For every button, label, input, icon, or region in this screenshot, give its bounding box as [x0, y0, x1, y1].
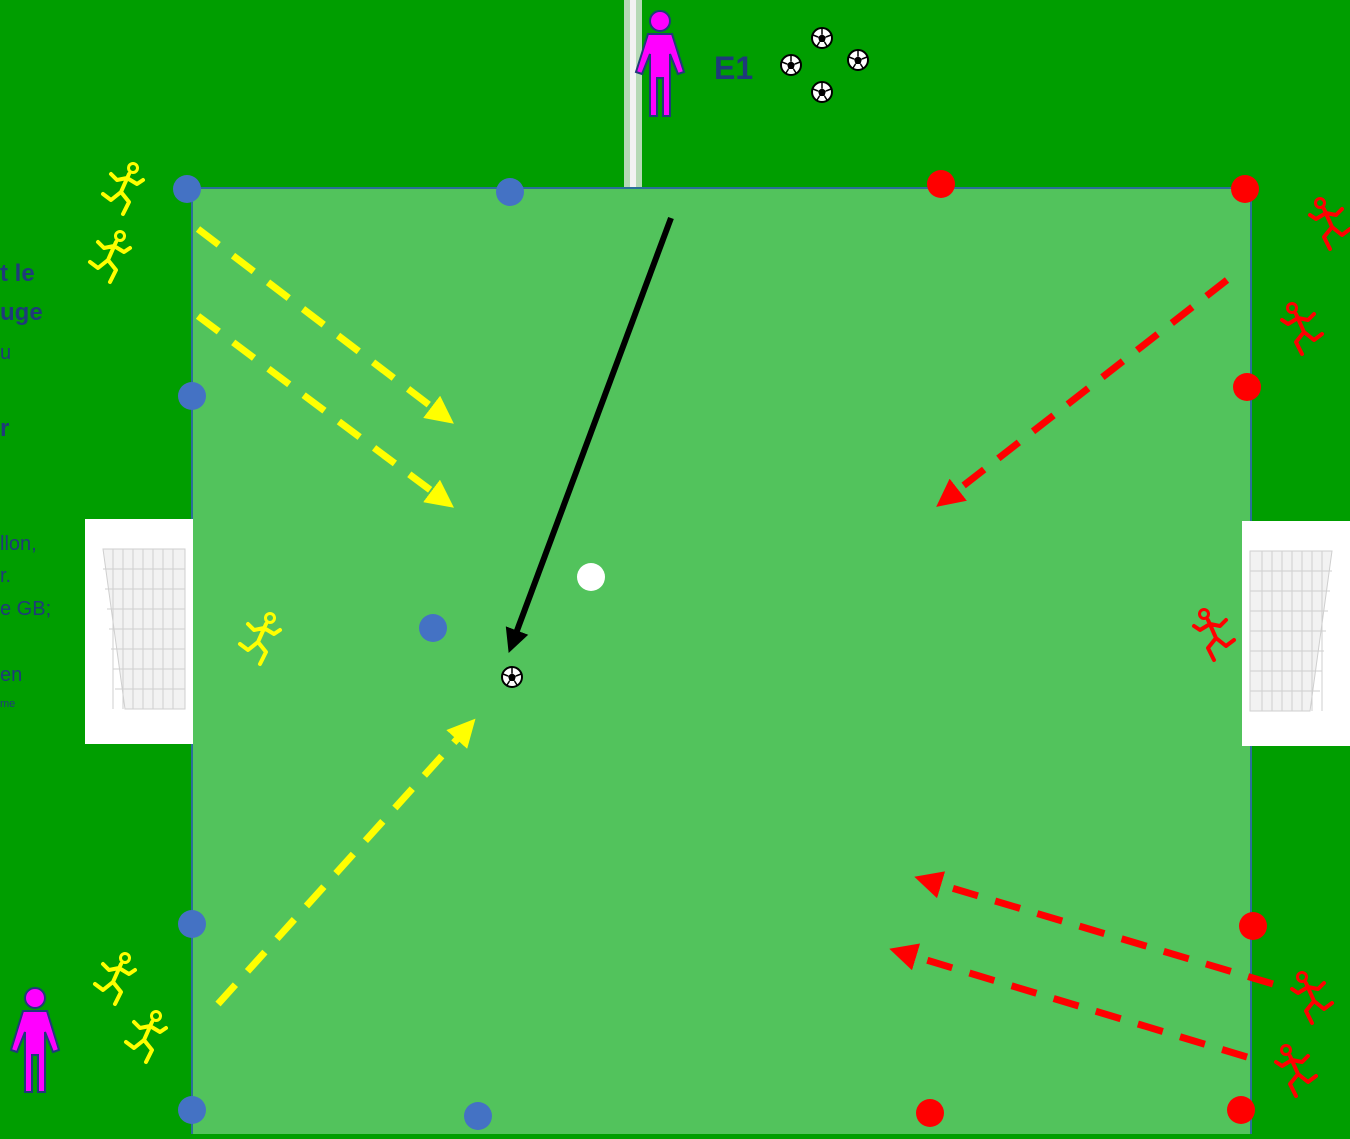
soccer-ball-icon — [781, 55, 801, 75]
soccer-ball-icon — [848, 50, 868, 70]
red-player-icon — [1276, 1046, 1316, 1097]
side-text-line: uge — [0, 299, 43, 327]
coach-bottom-icon — [11, 988, 59, 1092]
yellow-player-icon — [103, 164, 143, 215]
side-text-line: u — [0, 342, 11, 365]
right-goal-icon — [1242, 521, 1350, 746]
blue-cone — [178, 382, 206, 410]
red-cone — [927, 170, 955, 198]
red-cone — [1233, 373, 1261, 401]
left-goal-icon — [85, 519, 193, 744]
halfway-line-inner — [630, 0, 636, 190]
yellow-player-icon — [90, 232, 130, 283]
red-cone — [1239, 912, 1267, 940]
blue-cone — [173, 175, 201, 203]
side-text-line: me — [0, 698, 15, 710]
red-cone — [1227, 1096, 1255, 1124]
side-text-line: en — [0, 664, 22, 687]
red-player-icon — [1292, 973, 1332, 1024]
blue-cone — [178, 1096, 206, 1124]
side-text-line: t le — [0, 260, 35, 288]
red-player-icon — [1282, 304, 1322, 355]
playing-area — [192, 188, 1251, 1134]
blue-cone — [419, 614, 447, 642]
red-cone — [916, 1099, 944, 1127]
red-cone — [1231, 175, 1259, 203]
soccer-ball-icon — [812, 28, 832, 48]
white-marker — [577, 563, 605, 591]
soccer-ball-icon — [812, 82, 832, 102]
coach-top-icon — [636, 11, 684, 116]
side-text-line: llon, — [0, 533, 37, 556]
side-text-line: e GB; — [0, 598, 51, 621]
yellow-player-icon — [126, 1012, 166, 1063]
side-text-line: r — [0, 415, 9, 443]
blue-cone — [496, 178, 524, 206]
coach-label: E1 — [714, 50, 753, 87]
blue-cone — [464, 1102, 492, 1130]
blue-cone — [178, 910, 206, 938]
soccer-ball-icon — [502, 667, 522, 687]
side-text-line: r. — [0, 565, 11, 588]
red-player-icon — [1310, 199, 1350, 250]
yellow-player-icon — [95, 954, 135, 1005]
